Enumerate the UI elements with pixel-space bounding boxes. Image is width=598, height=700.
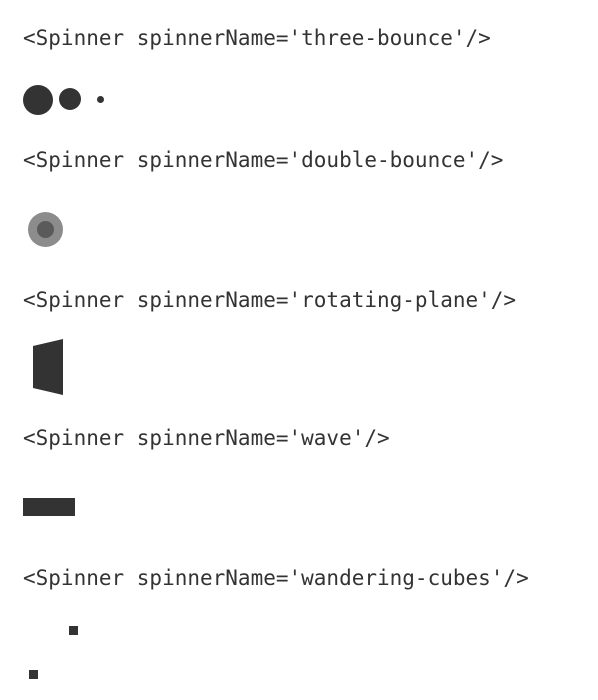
bounce-dot-large bbox=[23, 85, 53, 115]
three-bounce-spinner bbox=[22, 84, 112, 116]
wave-spinner-bars bbox=[23, 498, 75, 516]
rotating-plane-square bbox=[33, 339, 63, 395]
spinner-code-double-bounce: <Spinner spinnerName='double-bounce'/> bbox=[23, 148, 504, 172]
spinner-code-rotating-plane: <Spinner spinnerName='rotating-plane'/> bbox=[23, 288, 517, 312]
spinner-code-three-bounce: <Spinner spinnerName='three-bounce'/> bbox=[23, 26, 491, 50]
wandering-cube-one bbox=[69, 626, 78, 635]
bounce-dot-small bbox=[97, 96, 104, 103]
spinner-code-wandering-cubes: <Spinner spinnerName='wandering-cubes'/> bbox=[23, 566, 529, 590]
bounce-dot-medium bbox=[59, 88, 81, 110]
rotating-plane-spinner bbox=[33, 339, 63, 395]
wandering-cube-two bbox=[29, 670, 38, 679]
wandering-cubes-spinner bbox=[27, 620, 87, 684]
double-bounce-inner-circle bbox=[37, 221, 54, 238]
spinner-code-wave: <Spinner spinnerName='wave'/> bbox=[23, 426, 390, 450]
double-bounce-spinner bbox=[28, 212, 64, 248]
